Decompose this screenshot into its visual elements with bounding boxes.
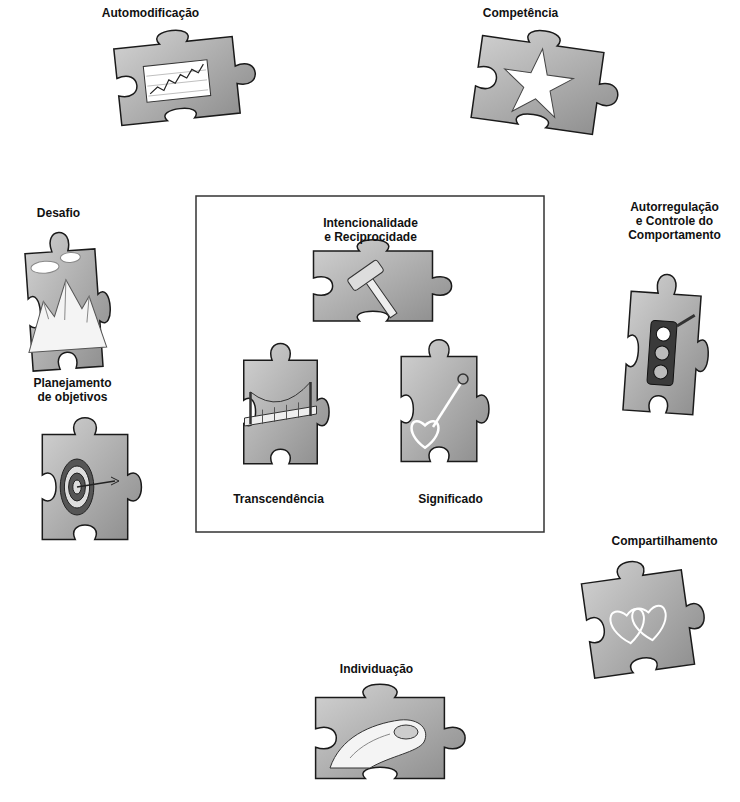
- puzzle-piece: Competência: [450, 6, 625, 144]
- puzzle-piece: Individuação: [288, 662, 472, 796]
- puzzle-piece: Significado: [385, 334, 493, 506]
- piece-label: Autorregulação e Controle do Comportamen…: [628, 200, 722, 242]
- piece-outline: [288, 236, 458, 336]
- puzzle-shape: [579, 552, 710, 678]
- center-frame: [196, 196, 544, 532]
- puzzle-shape: [42, 418, 141, 540]
- piece-label: Competência: [482, 6, 559, 20]
- piece-label: Intencionalidade e Reciprocidade: [323, 216, 419, 244]
- puzzle-piece: Compartilhamento: [566, 534, 718, 692]
- hammer-icon: [347, 259, 397, 317]
- piece-outline: [566, 556, 710, 692]
- puzzle-shape: [113, 22, 260, 125]
- puzzle-shape: [623, 272, 714, 415]
- star-icon: [499, 44, 577, 119]
- piece-label: Transcendência: [233, 492, 325, 506]
- puzzle-shape: [24, 229, 115, 371]
- chart-icon: [143, 60, 210, 102]
- piece-outline: [92, 26, 262, 136]
- puzzle-shape: [316, 684, 466, 778]
- mountain-icon: [22, 250, 107, 352]
- piece-outline: [288, 680, 472, 796]
- puzzle-piece: Desafio: [14, 206, 114, 394]
- puzzle-shape: [314, 240, 452, 321]
- piece-label: Desafio: [36, 206, 81, 220]
- thumb-icon: [330, 720, 426, 768]
- piece-label: Compartilhamento: [611, 534, 719, 548]
- puzzle-shape: [244, 344, 329, 464]
- piece-label: Individuação: [339, 662, 414, 676]
- piece-outline: [450, 26, 625, 144]
- key-icon: [412, 374, 468, 448]
- piece-outline: [24, 412, 146, 562]
- hearts-icon: [609, 605, 669, 646]
- piece-label: Automodificação: [101, 6, 200, 20]
- piece-label: Planejamento de objetivos: [33, 376, 113, 404]
- piece-outline: [14, 226, 114, 394]
- piece-label: Significado: [418, 492, 484, 506]
- piece-outline: [385, 334, 493, 484]
- piece-outline: [228, 338, 333, 486]
- puzzle-piece: Automodificação: [92, 6, 262, 136]
- puzzle-piece: Transcendência: [228, 338, 333, 506]
- puzzle-shape: [401, 340, 489, 462]
- traffic-icon: [647, 312, 695, 387]
- puzzle-piece: Intencionalidade e Reciprocidade: [288, 216, 458, 336]
- puzzle-piece: Planejamento de objetivos: [24, 376, 146, 562]
- bridge-icon: [245, 382, 317, 426]
- puzzle-shape: [471, 22, 625, 137]
- piece-outline: [612, 268, 712, 438]
- target-icon: [60, 459, 119, 515]
- puzzle-piece: Autorregulação e Controle do Comportamen…: [612, 200, 721, 438]
